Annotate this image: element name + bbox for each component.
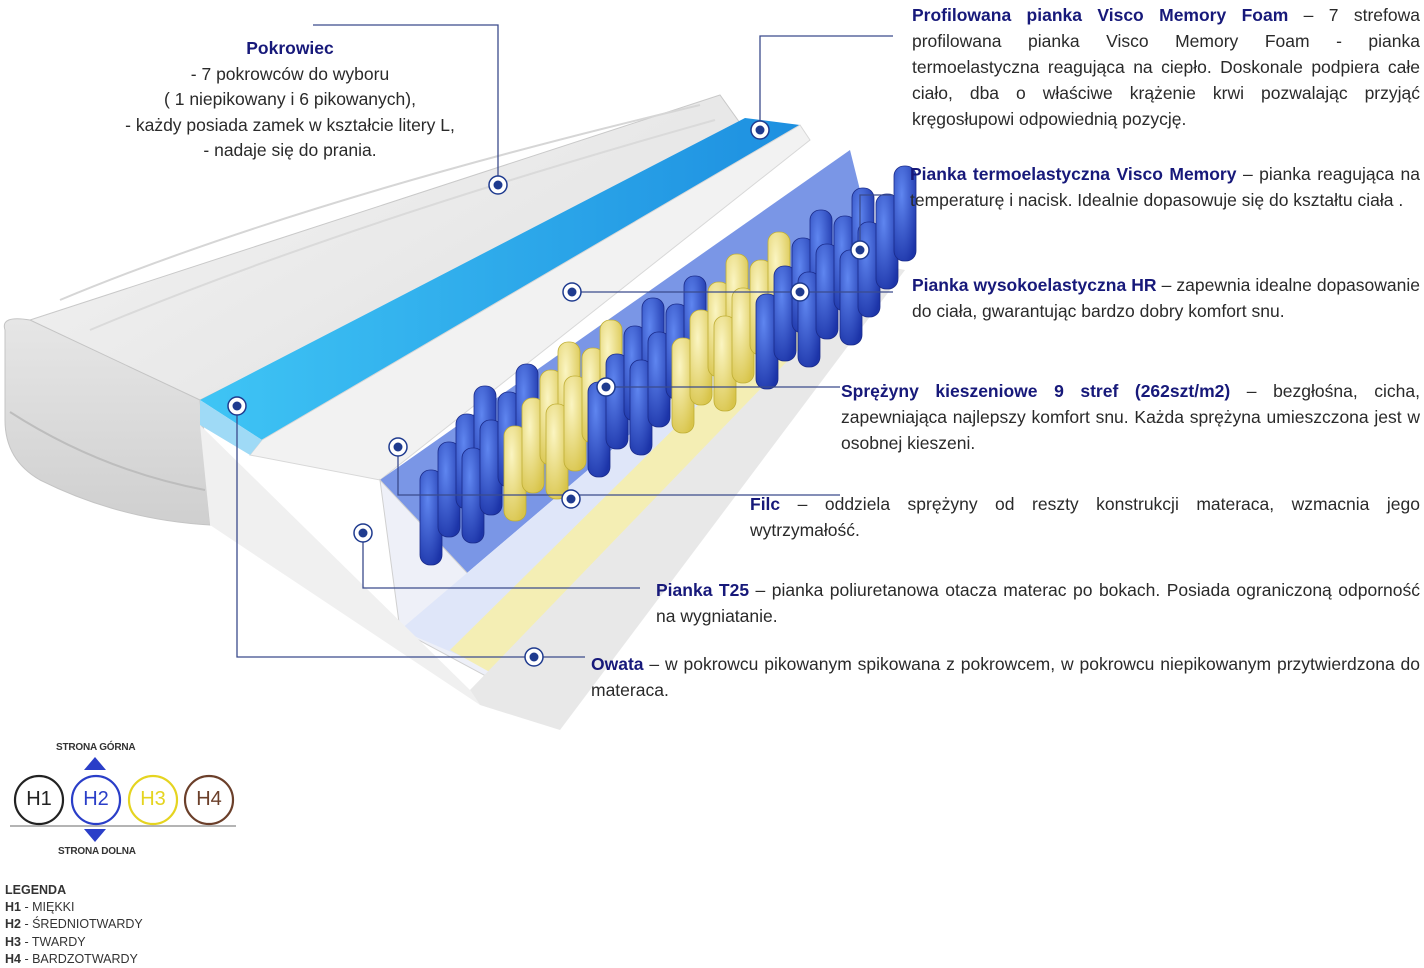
- marker-visco-memory: [850, 240, 870, 260]
- h4-label: H4: [196, 788, 222, 810]
- callout-lines: [236, 24, 893, 658]
- callout-felt: Filc – oddziela sprężyny od reszty konst…: [750, 491, 1420, 543]
- marker-sprezyny: [596, 377, 616, 397]
- callout-text: – oddziela sprężyny od reszty konstrukcj…: [750, 494, 1420, 540]
- legend-code: H1: [5, 900, 21, 915]
- top-side-label: STRONA GÓRNA: [56, 742, 136, 753]
- callout-title: Owata: [591, 654, 644, 674]
- callout-title: Profilowana pianka Visco Memory Foam: [912, 5, 1289, 25]
- callout-visco-profil: Profilowana pianka Visco Memory Foam – 7…: [912, 2, 1420, 132]
- h4-circle: [183, 774, 235, 826]
- callout-title: Pianka wysokoelastyczna HR: [912, 275, 1157, 295]
- callout-text: – zapewnia idealne dopasowanie do ciała,…: [912, 275, 1420, 321]
- callout-text: – pianka poliuretanowa otacza materac po…: [656, 580, 1420, 626]
- callout-title: Pianka termoelastyczna Visco Memory: [910, 164, 1237, 184]
- marker-hr-right: [790, 282, 810, 302]
- callout-t25-foam: Pianka T25 – pianka poliuretanowa otacza…: [656, 577, 1420, 629]
- marker-hr-left: [562, 282, 582, 302]
- legend-text: - MIĘKKI: [20, 900, 75, 915]
- marker-owata: [524, 647, 544, 667]
- pocket-spring: [893, 165, 917, 262]
- h1-label: H1: [26, 788, 52, 810]
- callout-markers: [227, 120, 870, 667]
- hardness-diagram: [10, 757, 236, 842]
- callout-text: – 7 strefowa profilowana pianka Visco Me…: [912, 5, 1420, 129]
- callout-pokrowiec: Pokrowiec - 7 pokrowców do wyboru ( 1 ni…: [80, 36, 500, 164]
- callout-title: Filc: [750, 494, 781, 514]
- h1-circle: [13, 774, 65, 826]
- callout-line: - 7 pokrowców do wyboru: [190, 63, 390, 84]
- callout-line: - nadaje się do prania.: [203, 140, 377, 160]
- h3-circle: [127, 774, 179, 826]
- legend-code: H4: [5, 951, 21, 966]
- marker-t25: [353, 523, 373, 543]
- legend-item: H2 - ŚREDNIOTWARDY: [5, 916, 143, 933]
- legend-item: H1 - MIĘKKI: [5, 899, 143, 916]
- marker-sprezyny-left: [227, 396, 247, 416]
- callout-pocket-springs: Sprężyny kieszeniowe 9 stref (262szt/m2)…: [841, 378, 1420, 456]
- legend: LEGENDA H1 - MIĘKKI H2 - ŚREDNIOTWARDY H…: [5, 882, 143, 968]
- callout-text: – w pokrowcu pikowanym spikowana z pokro…: [591, 654, 1420, 700]
- marker-visco-profil: [750, 120, 770, 140]
- callout-visco-memory: Pianka termoelastyczna Visco Memory – pi…: [910, 161, 1420, 213]
- mattress-cover: [3, 94, 746, 526]
- legend-text: - ŚREDNIOTWARDY: [20, 917, 143, 932]
- arrow-down-icon: [84, 829, 106, 842]
- callout-hr-foam: Pianka wysokoelastyczna HR – zapewnia id…: [912, 272, 1420, 324]
- callout-title: Sprężyny kieszeniowe 9 stref (262szt/m2): [841, 381, 1231, 401]
- callout-line: ( 1 niepikowany i 6 pikowanych),: [164, 89, 416, 109]
- legend-text: - BARDZOTWARDY: [20, 951, 138, 966]
- marker-filc-left: [388, 437, 408, 457]
- callout-text: – bezgłośna, cicha, zapewniająca najleps…: [841, 381, 1420, 453]
- h2-label: H2: [83, 788, 109, 810]
- legend-item: H3 - TWARDY: [5, 934, 143, 951]
- legend-code: H2: [5, 917, 21, 932]
- marker-pokrowiec: [488, 175, 508, 195]
- callout-title: Pianka T25: [656, 580, 750, 600]
- bottom-side-label: STRONA DOLNA: [58, 846, 136, 857]
- h2-circle: [70, 774, 122, 826]
- callout-wadding: Owata – w pokrowcu pikowanym spikowana z…: [591, 651, 1420, 703]
- callout-text: – pianka reagująca na temperaturę i naci…: [910, 164, 1420, 210]
- h3-label: H3: [140, 788, 166, 810]
- legend-title: LEGENDA: [5, 883, 67, 897]
- callout-title: Pokrowiec: [246, 38, 334, 58]
- legend-text: - TWARDY: [20, 934, 86, 949]
- callout-line: - każdy posiada zamek w kształcie litery…: [125, 114, 455, 135]
- legend-code: H3: [5, 934, 21, 949]
- arrow-up-icon: [84, 757, 106, 770]
- marker-filc: [561, 489, 581, 509]
- legend-item: H4 - BARDZOTWARDY: [5, 951, 143, 968]
